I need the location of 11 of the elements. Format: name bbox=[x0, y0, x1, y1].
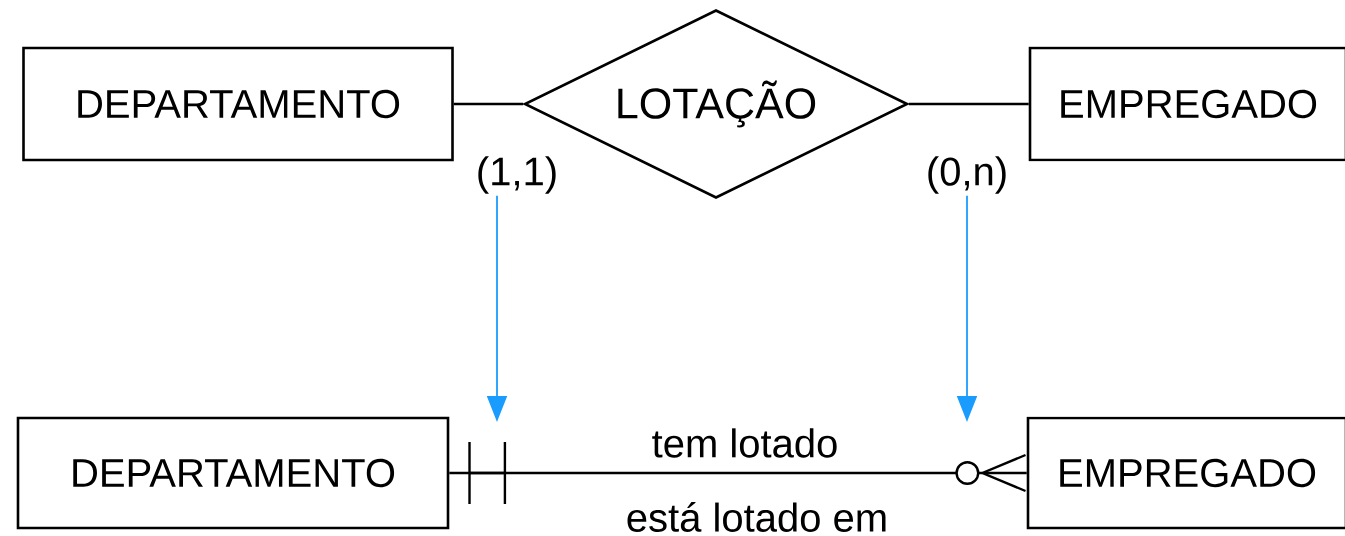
entity-box: EMPREGADO bbox=[1028, 46, 1345, 162]
relationship-line bbox=[908, 102, 1029, 106]
entity-box: DEPARTAMENTO bbox=[16, 416, 450, 530]
cardinality-label: (0,n) bbox=[928, 156, 1006, 194]
entity-box: DEPARTAMENTO bbox=[22, 46, 454, 162]
entity-box: EMPREGADO bbox=[1026, 416, 1345, 530]
relationship-line bbox=[448, 442, 1028, 504]
relationship-line bbox=[453, 102, 524, 106]
role-label: está lotado em bbox=[627, 502, 886, 532]
cardinality-label: (1,1) bbox=[478, 156, 556, 194]
edge-label: tem lotado bbox=[650, 427, 840, 459]
